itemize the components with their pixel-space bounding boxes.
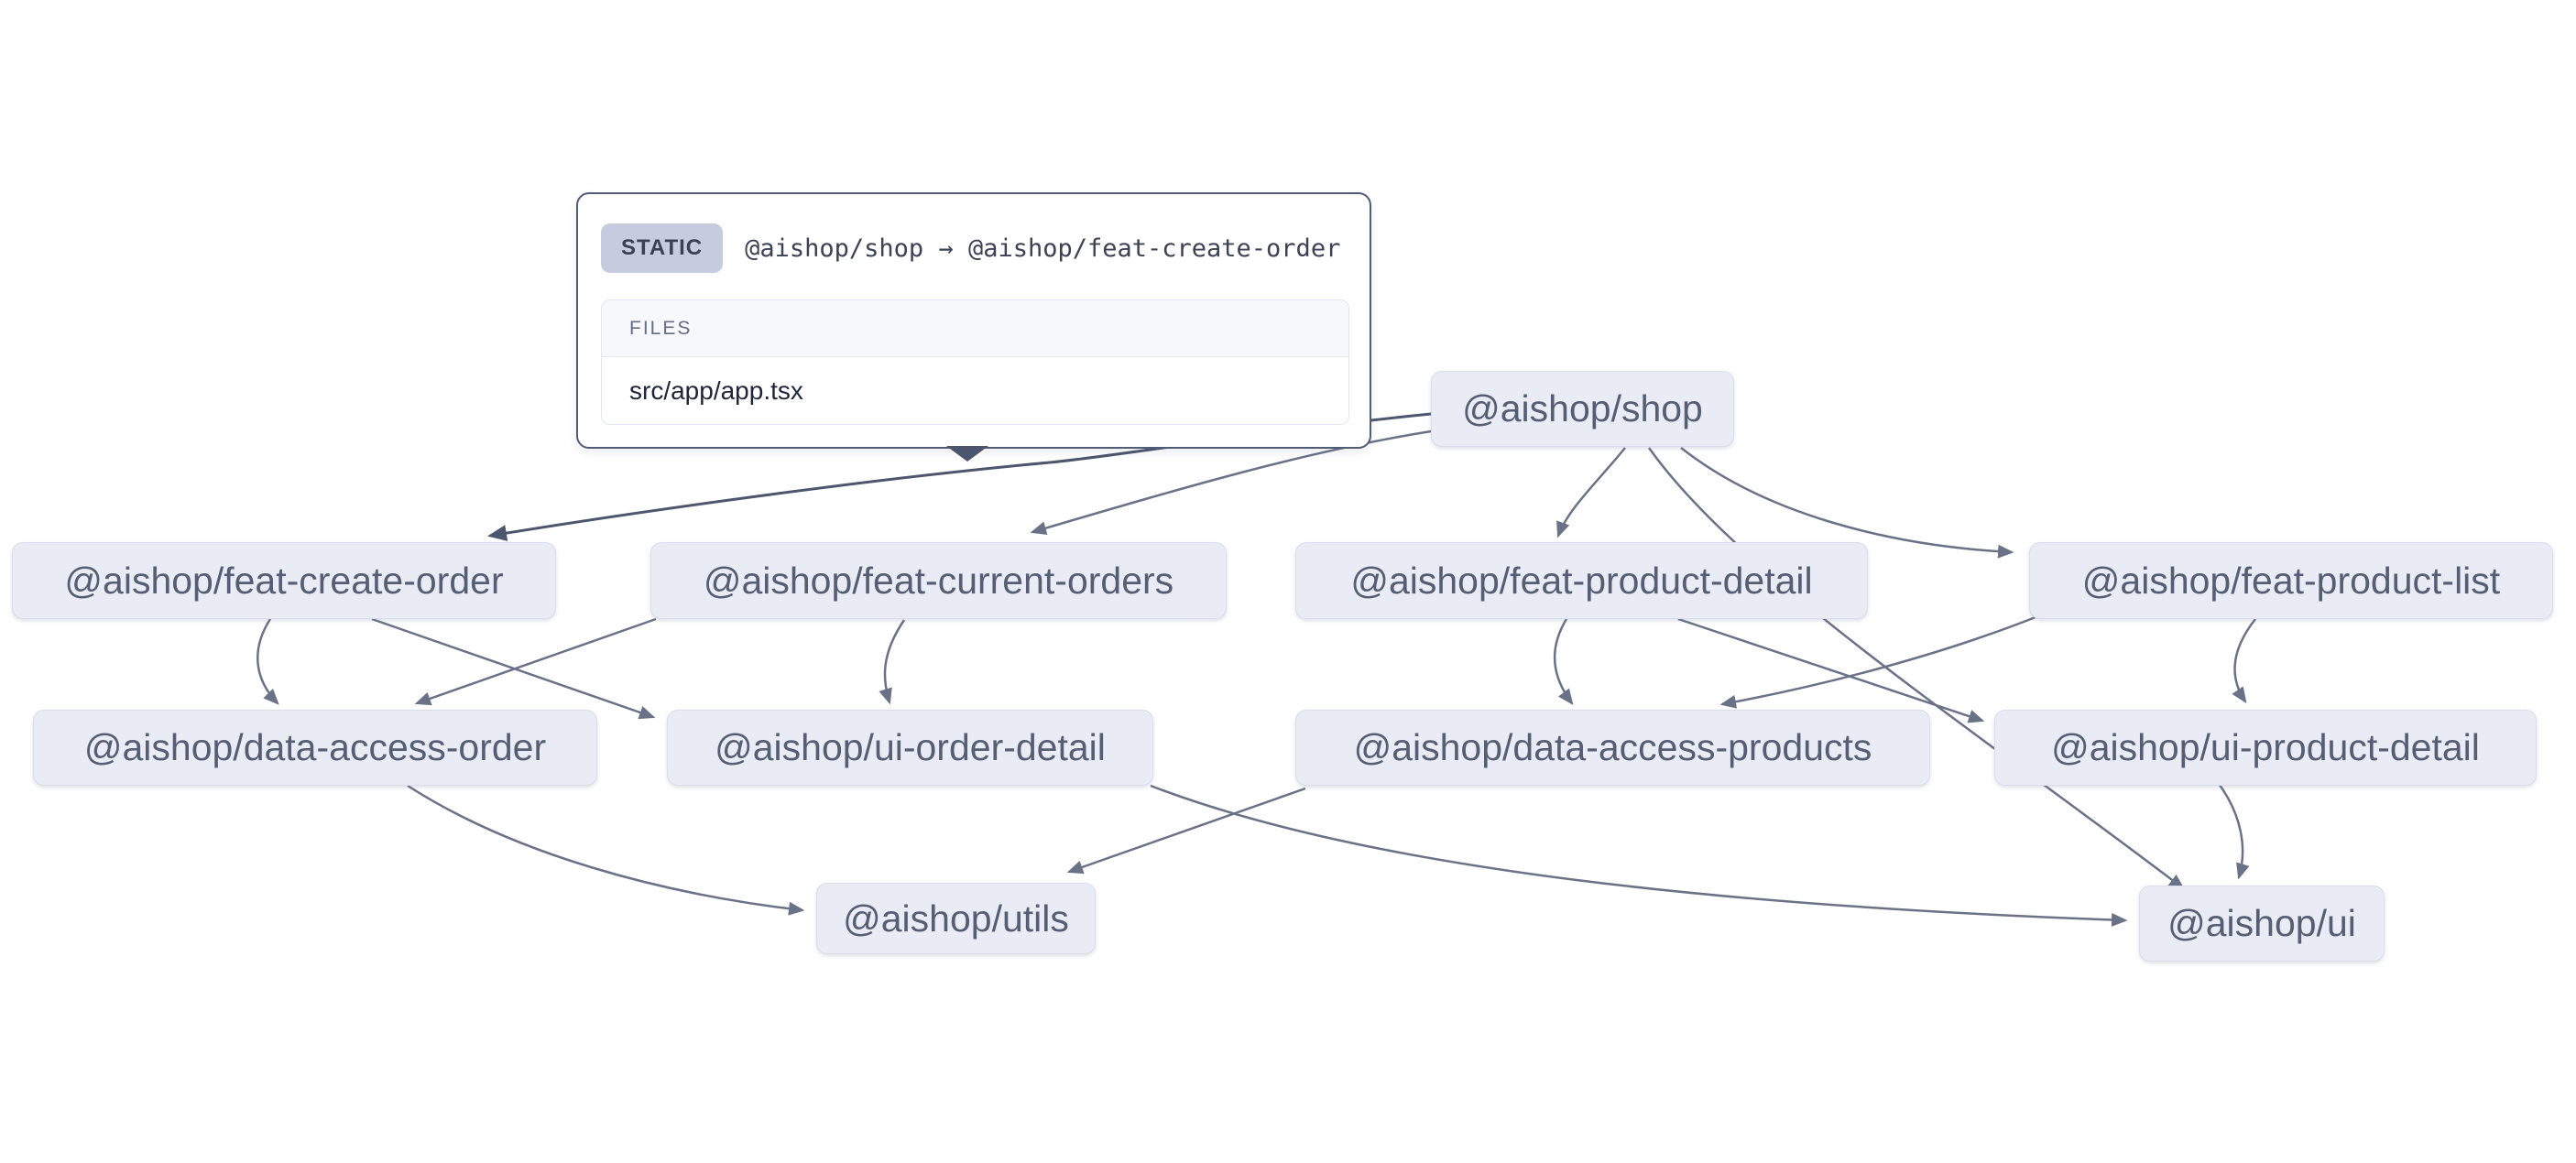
graph-node-label: @aishop/ui-order-detail [715, 726, 1106, 768]
graph-node-ui-order-detail[interactable]: @aishop/ui-order-detail [667, 710, 1153, 786]
dependency-edge-shop-to-ui[interactable] [1647, 447, 2185, 890]
graph-node-feat-product-list[interactable]: @aishop/feat-product-list [2029, 542, 2553, 619]
graph-node-label: @aishop/ui-product-detail [2051, 726, 2480, 768]
edge-tooltip: STATIC @aishop/shop → @aishop/feat-creat… [576, 192, 1371, 462]
graph-node-label: @aishop/shop [1462, 387, 1703, 429]
graph-node-data-access-products[interactable]: @aishop/data-access-products [1295, 710, 1930, 786]
dependency-edge-shop-to-feat-current-orders[interactable] [1030, 429, 1432, 535]
dependency-edge-shop-to-feat-product-list[interactable] [1680, 447, 2014, 559]
graph-node-label: @aishop/utils [843, 897, 1069, 940]
graph-node-feat-create-order[interactable]: @aishop/feat-create-order [12, 542, 556, 619]
dependency-edge-ui-order-detail-to-ui[interactable] [1150, 784, 2128, 927]
graph-node-data-access-order[interactable]: @aishop/data-access-order [33, 710, 597, 786]
graph-node-label: @aishop/feat-current-orders [703, 559, 1174, 602]
graph-node-shop[interactable]: @aishop/shop [1431, 371, 1734, 447]
files-panel: FILES src/app/app.tsx [601, 299, 1349, 425]
graph-node-label: @aishop/feat-product-detail [1350, 559, 1813, 602]
dependency-edge-data-access-order-to-utils[interactable] [407, 784, 805, 916]
dependency-edge-feat-product-list-to-data-access-products[interactable] [1719, 615, 2036, 709]
graph-node-feat-product-detail[interactable]: @aishop/feat-product-detail [1295, 542, 1868, 619]
edge-label: @aishop/shop → @aishop/feat-create-order [745, 234, 1341, 263]
edge-tooltip-header: STATIC @aishop/shop → @aishop/feat-creat… [578, 194, 1370, 273]
graph-node-utils[interactable]: @aishop/utils [816, 883, 1096, 954]
graph-node-label: @aishop/feat-create-order [64, 559, 504, 602]
file-item: src/app/app.tsx [629, 375, 803, 405]
graph-node-ui-product-detail[interactable]: @aishop/ui-product-detail [1994, 710, 2537, 786]
graph-node-label: @aishop/feat-product-list [2081, 559, 2501, 602]
dependency-edge-ui-product-detail-to-ui[interactable] [2216, 780, 2250, 880]
graph-node-ui[interactable]: @aishop/ui [2139, 886, 2385, 962]
dependency-edge-feat-current-orders-to-data-access-order[interactable] [414, 617, 657, 706]
dependency-edge-feat-product-detail-to-ui-product-detail[interactable] [1677, 617, 1985, 723]
tooltip-caret-icon [946, 446, 988, 462]
dependency-edge-feat-current-orders-to-ui-order-detail[interactable] [879, 619, 906, 705]
dependency-edge-feat-product-list-to-ui-product-detail[interactable] [2232, 618, 2256, 704]
dependency-edge-data-access-products-to-utils[interactable] [1066, 787, 1306, 875]
dependency-edge-feat-create-order-to-data-access-order[interactable] [257, 618, 279, 705]
graph-node-feat-current-orders[interactable]: @aishop/feat-current-orders [650, 542, 1227, 619]
graph-node-label: @aishop/data-access-products [1353, 726, 1872, 768]
graph-node-label: @aishop/data-access-order [83, 726, 547, 768]
files-header: FILES [602, 300, 1348, 357]
dependency-edge-feat-product-detail-to-data-access-products[interactable] [1553, 618, 1574, 705]
dependency-edge-feat-create-order-to-ui-order-detail[interactable] [371, 617, 656, 720]
dependency-edge-shop-to-feat-product-detail[interactable] [1556, 447, 1626, 538]
graph-node-label: @aishop/ui [2167, 902, 2356, 944]
edge-type-badge: STATIC [601, 223, 724, 273]
